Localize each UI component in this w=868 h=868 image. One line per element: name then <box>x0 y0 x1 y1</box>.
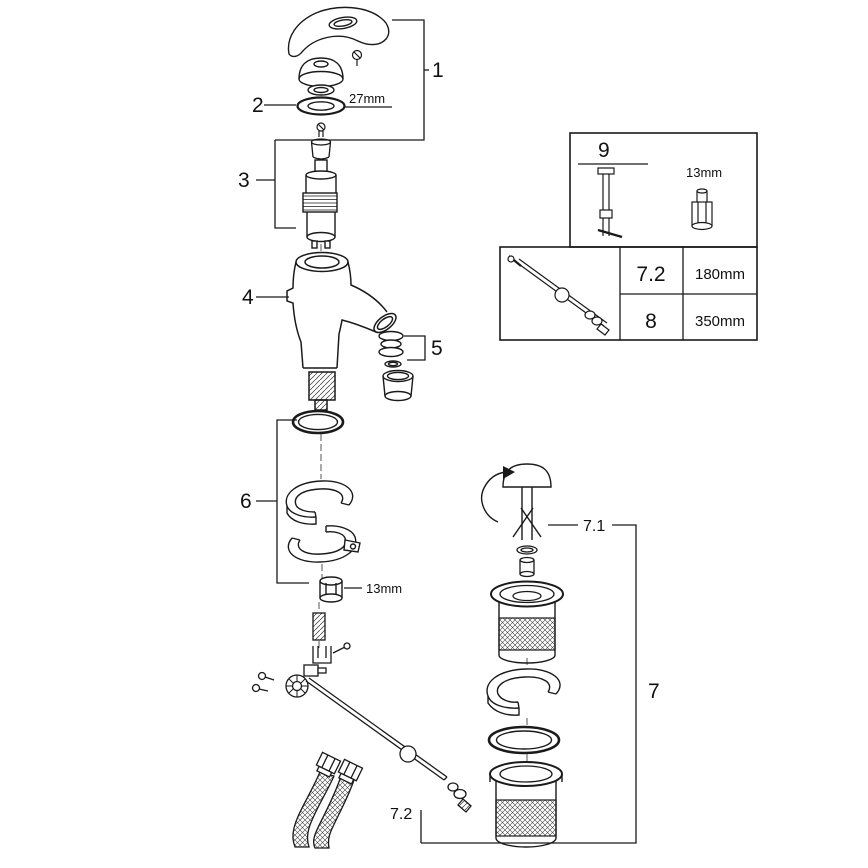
callout-5: 5 <box>431 337 443 360</box>
body-o-ring <box>291 409 345 435</box>
tool-socket-size: 13mm <box>686 165 722 180</box>
table-length-1: 350mm <box>695 313 745 330</box>
dome-cap <box>298 57 344 96</box>
drain-bottom-body <box>489 761 563 848</box>
supply-hoses <box>292 751 364 849</box>
callout-2: 2 <box>252 94 264 117</box>
callout-line-1 <box>275 19 425 141</box>
aerator-assembly <box>378 330 414 402</box>
socket-adapter <box>691 188 713 231</box>
dim-13mm: 13mm <box>366 581 402 596</box>
callout-lines <box>256 19 637 844</box>
callout-line-7 <box>421 524 637 844</box>
drain-plug-seals <box>516 545 538 578</box>
cartridge-screw <box>316 122 326 137</box>
callout-9: 9 <box>598 139 610 162</box>
cartridge-body <box>302 159 338 249</box>
drain-top-body <box>490 580 564 664</box>
faucet-body <box>286 251 397 411</box>
callout-7-1: 7.1 <box>583 518 605 535</box>
callout-line-6 <box>276 419 309 584</box>
drain-o-ring <box>487 725 561 755</box>
mounting-nut <box>319 576 343 603</box>
dim-27mm: 27mm <box>349 91 385 106</box>
callout-line-5 <box>404 335 426 361</box>
rod-diagram <box>507 255 610 336</box>
rotate-arrow-icon <box>480 466 515 523</box>
table-length-0: 180mm <box>695 266 745 283</box>
drain-clamp <box>486 668 561 716</box>
cartridge-cap <box>310 138 332 160</box>
callout-3: 3 <box>238 169 250 192</box>
retaining-ring <box>296 96 346 116</box>
callout-7: 7 <box>648 680 660 703</box>
service-tool <box>597 167 623 239</box>
callout-6: 6 <box>240 490 252 513</box>
drain-plug <box>502 463 552 540</box>
threaded-stud <box>312 612 326 641</box>
table-part-1: 8 <box>645 310 657 333</box>
handle-screw <box>351 49 363 66</box>
callout-line-3 <box>274 140 296 229</box>
callout-4: 4 <box>242 286 254 309</box>
mounting-bracket-pieces <box>285 480 361 563</box>
pull-rod-assembly <box>251 642 472 813</box>
handle-lever <box>287 6 390 58</box>
callout-1: 1 <box>432 59 444 82</box>
table-part-0: 7.2 <box>636 263 665 286</box>
callout-7-2: 7.2 <box>390 806 412 823</box>
size-panel <box>499 246 758 341</box>
